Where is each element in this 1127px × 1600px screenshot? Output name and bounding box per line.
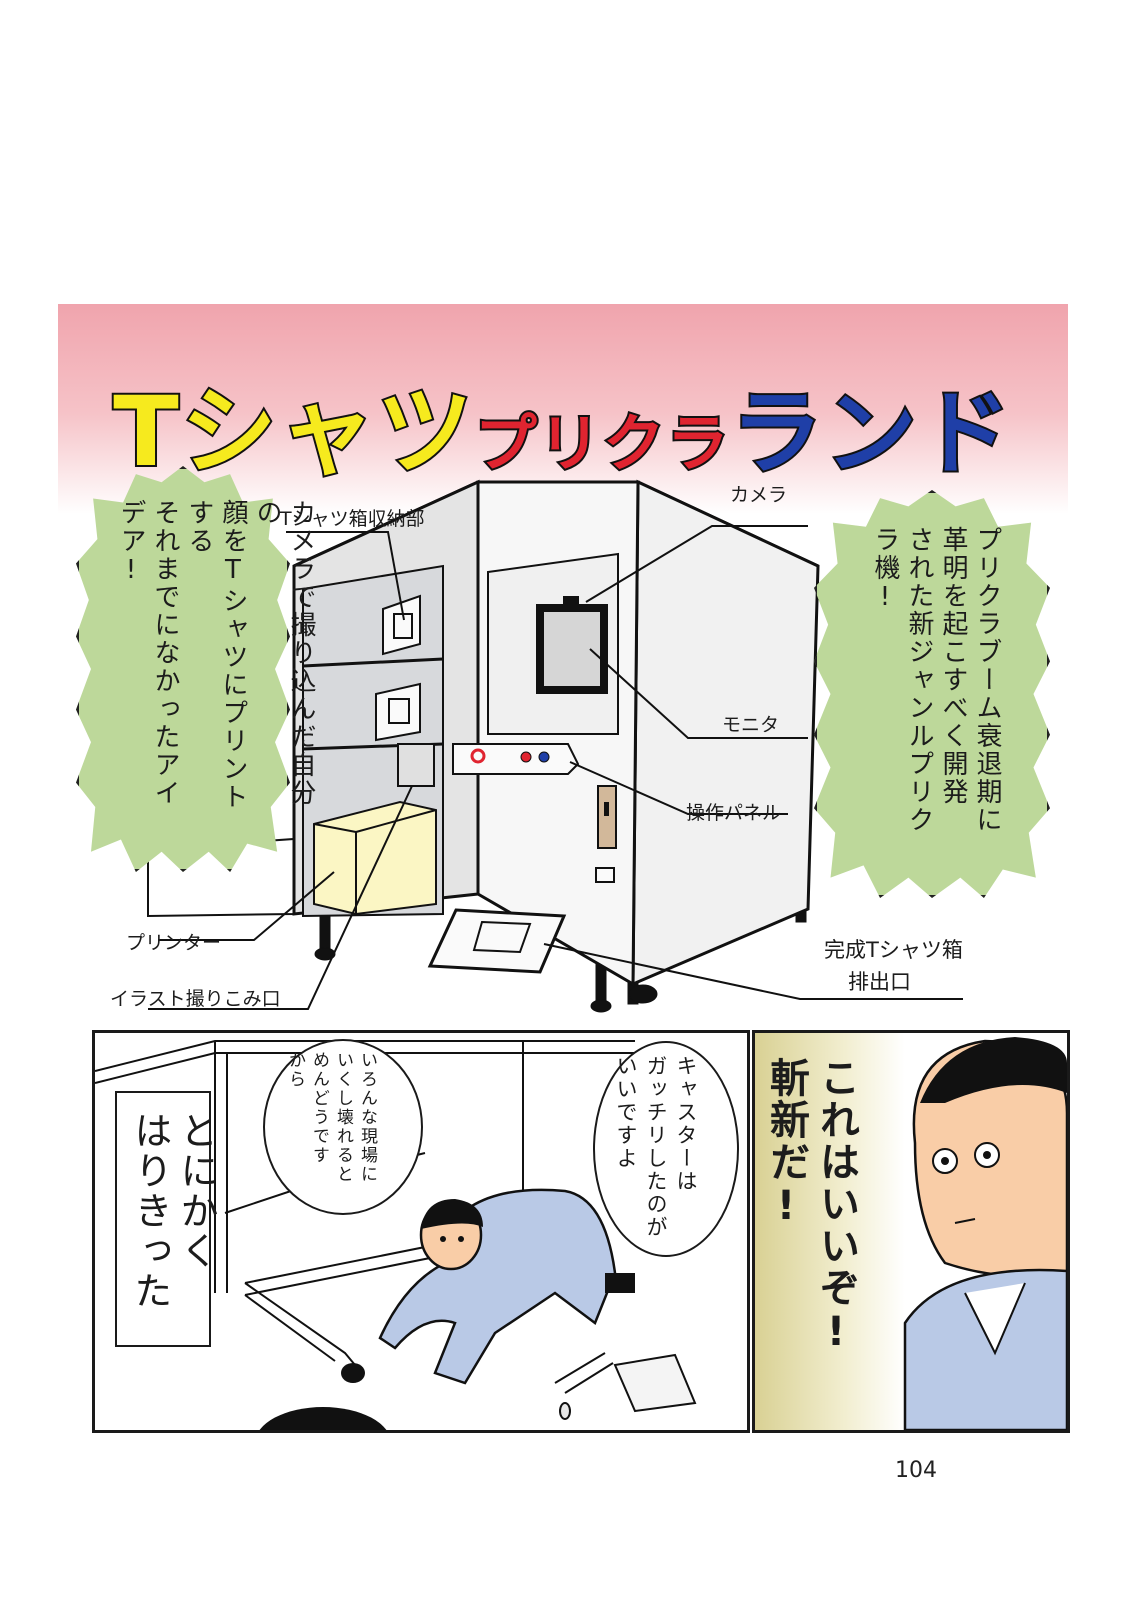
top-panel: Tシャツプリクラランド [58,304,1068,1016]
left-burst-line: それまでになかったアイデア! [116,499,180,807]
page-number: 104 [895,1458,937,1483]
purikura-machine-illustration [147,479,963,1013]
label-exit-line2: 排出口 [848,970,911,994]
narration-line: はりきった [128,1111,172,1311]
right-burst-text: プリクラブーム衰退期に 革明を起こすべく開発 された新ジャンルプリクラ機! [868,526,1004,856]
page-title: Tシャツプリクラランド [58,354,1068,490]
label-exit-line1: 完成Tシャツ箱 [824,938,963,962]
boss-speech-text: これはいいぞ! 斬新だ! [761,1057,861,1417]
bubble-line: いろんな現場に [357,1051,377,1184]
narration-text: とにかく はりきった [127,1111,219,1331]
right-burst-line: 革明を起こすべく開発 [938,526,968,806]
title-purikura: プリクラ [473,405,731,482]
left-burst-text: カメラで撮り込んだ自分の 顔をTシャツにプリントする それまでになかったアイデア… [114,499,318,829]
label-camera: カメラ [730,484,788,506]
panel-boss-illustration [903,1037,1067,1430]
title-tshirt: Tシャツ [111,374,475,490]
narration-line: とにかく [174,1111,218,1271]
leader-lines [148,525,963,1010]
speech-bubble-casters-text: キャスターは ガッチリしたのが いいですよ [611,1055,701,1245]
bubble-line: キャスターは [674,1055,698,1193]
narration-box: とにかく はりきった [115,1091,218,1347]
right-burst-line: された新ジャンルプリクラ機! [870,526,934,834]
label-illustration-scanner: イラスト撮りこみ口 [110,988,281,1010]
panel-worker-illustration [95,1040,697,1430]
bubble-line: ガッチリしたのが [644,1055,668,1239]
panel-worker-casters: とにかく はりきった いろんな現場に いくし壊れると めんどうです から キャス… [92,1030,750,1433]
boss-speech-line: これはいいぞ! [813,1057,859,1357]
speech-bubble-sites-text: いろんな現場に いくし壊れると めんどうです から [283,1051,379,1201]
bubble-line: めんどうです [309,1051,329,1165]
left-burst-line: カメラで撮り込んだ自分の [252,499,316,807]
bubble-line: いくし壊れると [333,1051,353,1184]
title-land: ランド [729,378,1013,489]
bubble-line: いいですよ [614,1055,638,1170]
speech-bubble-casters [593,1041,739,1257]
label-control-panel: 操作パネル [686,802,782,824]
speech-bubble-sites [263,1039,423,1215]
label-monitor: モニタ [722,714,780,736]
left-burst-line: 顔をTシャツにプリントする [184,499,248,811]
bubble-line: から [285,1051,305,1089]
right-burst-line: プリクラブーム衰退期に [972,526,1002,834]
label-storage: Tシャツ箱収納部 [280,508,425,530]
boss-speech-line: 斬新だ! [763,1057,809,1231]
label-printer: プリンター [126,932,222,954]
panel-boss-reaction: これはいいぞ! 斬新だ! [752,1030,1070,1433]
